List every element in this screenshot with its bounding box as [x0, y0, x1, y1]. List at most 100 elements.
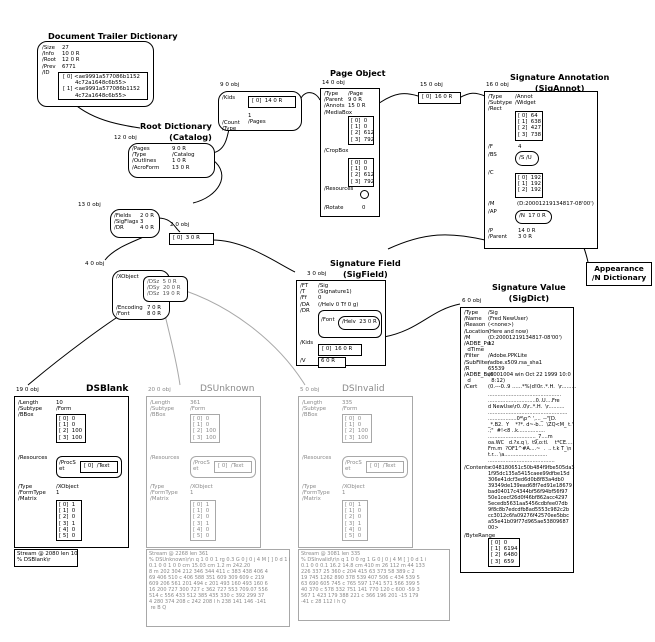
- sigvalue-dictionary-box: [460, 307, 574, 573]
- sigannot-tail-values: 14 0 R 3 0 R: [518, 228, 536, 241]
- trailer-id-array: [58, 72, 148, 100]
- sigannot-m-key: /M: [488, 201, 495, 207]
- dsblank-keys: /Length /Subtype /BBox: [18, 400, 43, 419]
- pages-values: 1 /Pages: [248, 113, 266, 126]
- appearance-dictionary-box: [586, 262, 652, 286]
- page-rotate-key: /Rotate: [324, 205, 344, 211]
- sigvalue-byterange-array: [488, 538, 520, 567]
- dsinvalid-matrix-array: [342, 500, 368, 541]
- sigannot-c-key: /C: [488, 170, 494, 176]
- sigvalue-contents-key: /Contents: [464, 465, 491, 471]
- dsblank-tail-keys: /Type /FormType /Matrix: [18, 484, 46, 503]
- sigannot-ap-dictionary: [515, 210, 552, 224]
- dsunknown-procset-array: [214, 461, 252, 473]
- sigannot-to-sigfield-connector: [387, 234, 486, 250]
- appearance-label: Appearance /N Dictionary: [591, 264, 647, 282]
- page-resources-key: /Resources: [324, 186, 354, 192]
- sigvalue-byterange-key: /ByteRange: [464, 533, 496, 539]
- dsblank-matrix-values: [ 0] 1 [ 1] 0 [ 2] 0 [ 3] 1 [ 4] 0 [ 5] …: [59, 502, 76, 540]
- dsinvalid-keys: /Length /Subtype /BBox: [302, 400, 327, 419]
- sigannot-tail-keys: /P /Parent: [488, 228, 508, 241]
- dsunknown-matrix-array: [190, 500, 216, 541]
- dsblank-procset-array: [80, 461, 118, 473]
- pages-keys: /Kids /Count /Type: [222, 95, 240, 133]
- catalog-values: 9 0 R /Catalog 1 0 R 13 0 R: [172, 146, 195, 171]
- dr-values: 7 0 R 8 0 R: [147, 305, 162, 318]
- page-mediabox-values: [ 0] 0 [ 1] 0 [ 2] 612 [ 3] 792: [351, 118, 375, 143]
- page-mediabox-array: [348, 116, 374, 145]
- sigfield-kids-value: [ 0] 16 0 R: [322, 346, 353, 352]
- sigannot-f-value: 4: [518, 144, 522, 150]
- sigvalue-contents-value: <048180651c50b484f9fbe505da3 1f95dc135a5…: [488, 465, 575, 531]
- catalog-to-acroform-connector: [192, 159, 223, 204]
- dsunknown-tail-keys: /Type /FormType /Matrix: [150, 484, 178, 503]
- sigannot-values: /Annot /Widget: [515, 94, 536, 107]
- sigfield-title: Signature Field (SigField): [330, 258, 401, 279]
- dsinvalid-resources-key: /Resources: [302, 455, 332, 461]
- page-obj-label: 14 0 obj: [322, 80, 345, 86]
- dsinvalid-obj-label: 5 0 obj: [300, 387, 320, 393]
- sigannot-bs-dictionary: [515, 151, 539, 166]
- dsinvalid-matrix-values: [ 0] 1 [ 1] 0 [ 2] 0 [ 3] 1 [ 4] 0 [ 5] …: [345, 502, 362, 540]
- dsunknown-matrix-values: [ 0] 1 [ 1] 0 [ 2] 0 [ 3] 1 [ 4] 0 [ 5] …: [193, 502, 210, 540]
- dsunknown-tail-values: /XObject 1: [190, 484, 213, 497]
- acroform-dictionary-box: [110, 209, 160, 238]
- sigvalue-keys: /Type /Name /Reason /Location /M /ADBE_P…: [464, 310, 494, 391]
- dsblank-obj-label: 19 0 obj: [16, 387, 39, 393]
- catalog-obj-label: 12 0 obj: [114, 135, 137, 141]
- pages-kids-value: [ 0] 14 0 R: [252, 98, 283, 104]
- sigannot-f-key: /F: [488, 144, 493, 150]
- trailer-values: 27 10 0 R 12 0 R 6771: [62, 45, 80, 70]
- sigfield-v-value: 6 0 R: [321, 358, 336, 364]
- page-dictionary-box: [320, 88, 380, 217]
- pages-kids-array: [248, 96, 296, 108]
- dsunknown-stream-box: [146, 549, 290, 627]
- acroform-to-fields-connector: [157, 217, 181, 233]
- catalog-keys: /Pages /Type /Outlines /AcroForm: [132, 146, 160, 171]
- sigfield-font-value: /Helv 23 0 R: [342, 319, 377, 325]
- sigannot-title: Signature Annotation (SigAnnot): [510, 72, 610, 93]
- dr-xobject-key: /XObject: [116, 274, 139, 280]
- sigfield-font-dictionary: [338, 316, 380, 330]
- dsinvalid-stream-value: Stream @ 3081 len 335 % DSInvalid\r\n q …: [301, 551, 427, 605]
- sigannot-bs-key: /BS: [488, 152, 497, 158]
- catalog-title: Root Dictionary (Catalog): [140, 121, 212, 142]
- annots-obj-label: 15 0 obj: [420, 82, 443, 88]
- sigannot-ap-value: /N 17 0 R: [519, 213, 546, 219]
- sigannot-m-value: (D:20001219134817-08'00'): [517, 201, 594, 207]
- dsunknown-procset-value: [ 0] /Text: [218, 463, 244, 469]
- sigannot-keys: /Type /Subtype /Rect: [488, 94, 513, 113]
- annots-array-value: [ 0] 16 0 R: [422, 94, 453, 100]
- dsunknown-title: DSUnknown: [200, 384, 255, 394]
- dr-obj-label: 4 0 obj: [85, 261, 105, 267]
- dsinvalid-tail-keys: /Type /FormType /Matrix: [302, 484, 330, 503]
- annots-array-box: [418, 92, 461, 104]
- dsunknown-resources-key: /Resources: [150, 455, 180, 461]
- dsinvalid-stream-box: [298, 549, 450, 621]
- page-cropbox-values: [ 0] 0 [ 1] 0 [ 2] 612 [ 3] 792: [351, 160, 375, 185]
- sigannot-obj-label: 16 0 obj: [486, 82, 509, 88]
- fields-obj-label: 2 0 obj: [170, 222, 190, 228]
- dr-xobject-dictionary: [143, 276, 188, 302]
- trailer-title: Document Trailer Dictionary: [48, 31, 178, 41]
- dsblank-procset-key: /ProcS et: [59, 460, 76, 473]
- page-title: Page Object: [330, 68, 386, 78]
- sigannot-bs-value: /S /U: [519, 155, 532, 161]
- acroform-values: 2 0 R 3 4 0 R: [140, 213, 155, 232]
- dr-keys: /Encoding /Font: [116, 305, 143, 318]
- dsblank-bbox-array: [56, 414, 86, 443]
- dsblank-title: DSBlank: [86, 384, 129, 394]
- page-rotate-value: 0: [362, 205, 366, 211]
- sigvalue-obj-label: 6 0 obj: [462, 298, 482, 304]
- dsblank-procset-value: [ 0] /Text: [84, 463, 110, 469]
- page-resources-node-icon: [360, 190, 369, 199]
- dsinvalid-bbox-array: [342, 414, 372, 443]
- dsinvalid-tail-values: /XObject 1: [342, 484, 365, 497]
- sigfield-kids-key: /Kids: [300, 340, 314, 346]
- sigannot-ap-key: /AP: [488, 209, 497, 215]
- sigvalue-values: /Sig (Fred NewUser) (<none>) (Here and n…: [488, 310, 577, 391]
- sigannot-c-values: [ 0] 192 [ 1] 192 [ 2] 192: [518, 175, 542, 194]
- dsblank-bbox-values: [ 0] 0 [ 1] 0 [ 2] 100 [ 3] 100: [59, 416, 83, 441]
- dsinvalid-title: DSInvalid: [342, 384, 385, 394]
